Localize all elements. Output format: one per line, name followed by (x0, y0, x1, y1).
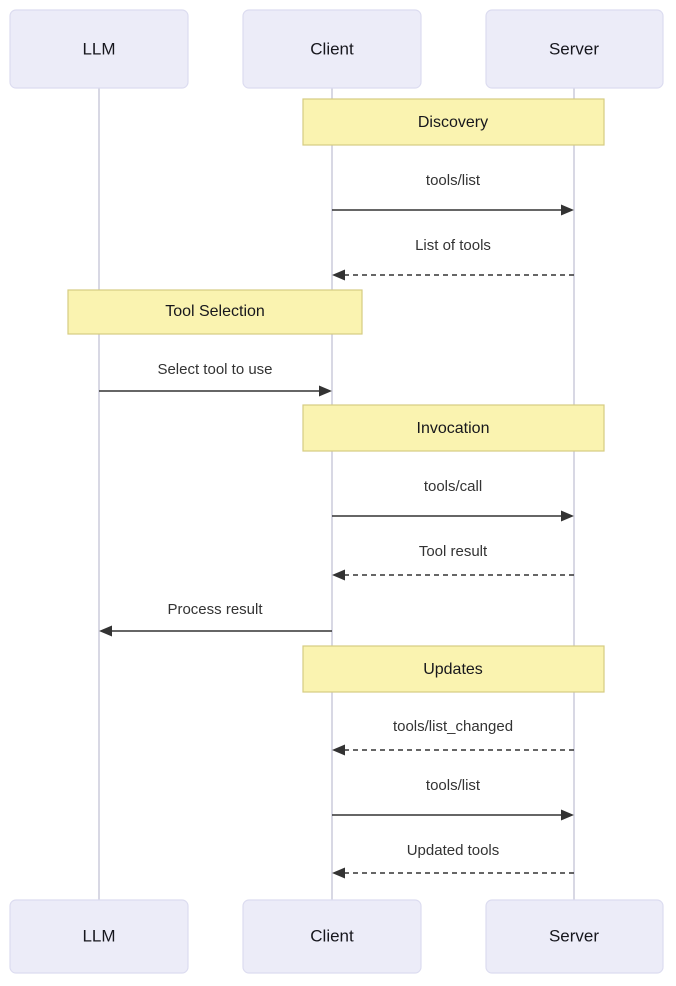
block-updates[interactable]: Updates (302, 645, 605, 693)
participant-client-bottom[interactable]: Client (242, 899, 422, 974)
participant-label-client-top: Client (310, 39, 354, 58)
lifelines (98, 88, 575, 900)
block-label-updates: Updates (423, 661, 483, 678)
message-tools-call: tools/call (332, 478, 574, 522)
participant-llm-top[interactable]: LLM (9, 9, 189, 89)
arrowhead-left-list-of-tools (332, 269, 345, 281)
message-label-tools-list-changed: tools/list_changed (393, 718, 513, 735)
participants-bottom: LLM Client Server (9, 899, 664, 974)
participant-label-server-bottom: Server (549, 926, 599, 945)
message-label-process-result: Process result (167, 601, 263, 618)
arrowhead-left-tools-list-changed (332, 744, 345, 756)
block-invocation[interactable]: Invocation (302, 404, 605, 452)
participant-box-client-top[interactable] (242, 9, 422, 89)
block-rect-discovery[interactable] (302, 98, 605, 146)
arrowhead-left-tool-result (332, 569, 345, 581)
participant-box-client-bottom[interactable] (242, 899, 422, 974)
message-label-tools-list-1: tools/list (426, 172, 481, 189)
message-tools-list-1: tools/list (332, 172, 574, 216)
message-tool-result: Tool result (332, 543, 574, 581)
arrowhead-left-process-result (99, 625, 112, 637)
message-process-result: Process result (99, 601, 332, 637)
participants-top: LLM Client Server (9, 9, 664, 89)
message-list-of-tools: List of tools (332, 237, 574, 281)
message-label-updated-tools: Updated tools (407, 842, 500, 859)
participant-box-server-bottom[interactable] (485, 899, 664, 974)
participant-llm-bottom[interactable]: LLM (9, 899, 189, 974)
arrowhead-right-tools-call (561, 510, 574, 522)
arrowhead-right-tools-list-1 (561, 204, 574, 216)
block-label-tool-selection: Tool Selection (165, 303, 265, 320)
block-label-invocation: Invocation (417, 420, 490, 437)
participant-label-llm-bottom: LLM (82, 926, 115, 945)
message-updated-tools: Updated tools (332, 842, 574, 879)
block-label-discovery: Discovery (418, 114, 488, 131)
block-rect-invocation[interactable] (302, 404, 605, 452)
message-select-tool-to-use: Select tool to use (99, 361, 332, 397)
participant-box-llm-bottom[interactable] (9, 899, 189, 974)
participant-client-top[interactable]: Client (242, 9, 422, 89)
block-rect-tool-selection[interactable] (67, 289, 363, 335)
participant-box-server-top[interactable] (485, 9, 664, 89)
message-label-tools-list-2: tools/list (426, 777, 481, 794)
participant-label-llm-top: LLM (82, 39, 115, 58)
arrowhead-left-updated-tools (332, 867, 345, 879)
block-rect-updates[interactable] (302, 645, 605, 693)
participant-server-top[interactable]: Server (485, 9, 664, 89)
message-label-tools-call: tools/call (424, 478, 482, 495)
block-tool-selection[interactable]: Tool Selection (67, 289, 363, 335)
block-discovery[interactable]: Discovery (302, 98, 605, 146)
participant-label-client-bottom: Client (310, 926, 354, 945)
participant-label-server-top: Server (549, 39, 599, 58)
message-label-select-tool-to-use: Select tool to use (157, 361, 272, 378)
arrowhead-right-select-tool-to-use (319, 385, 332, 397)
message-label-list-of-tools: List of tools (415, 237, 491, 254)
message-tools-list-changed: tools/list_changed (332, 718, 574, 756)
message-label-tool-result: Tool result (419, 543, 488, 560)
message-tools-list-2: tools/list (332, 777, 574, 821)
arrowhead-right-tools-list-2 (561, 809, 574, 821)
participant-server-bottom[interactable]: Server (485, 899, 664, 974)
participant-box-llm-top[interactable] (9, 9, 189, 89)
